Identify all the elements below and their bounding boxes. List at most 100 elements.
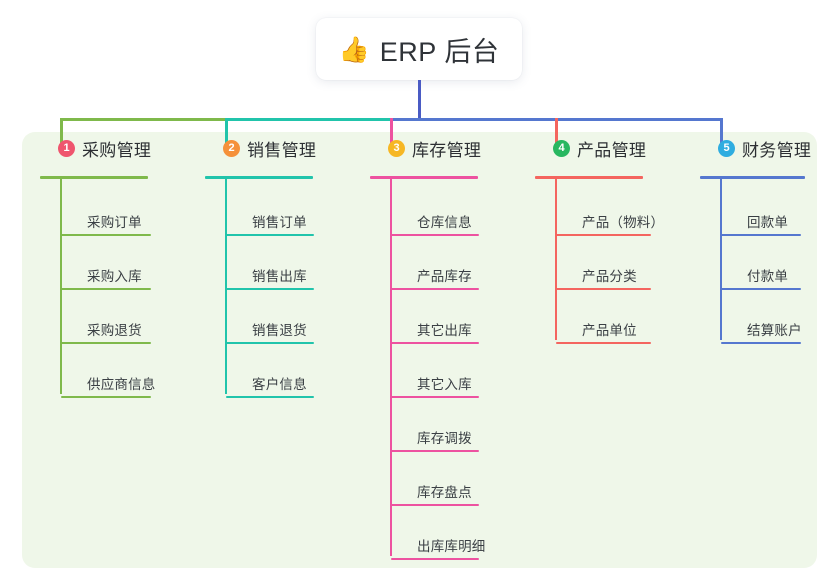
connector-bar-segment-3 (389, 118, 558, 121)
leaf-underline (61, 234, 151, 236)
leaf-underline (721, 234, 801, 236)
branch-title-1: 采购管理 (82, 140, 152, 160)
leaf-underline (556, 288, 651, 290)
leaf-item[interactable]: 销售出库 (226, 236, 314, 290)
root-node[interactable]: 👍 ERP 后台 (316, 18, 522, 80)
leaf-label: 销售退货 (252, 323, 307, 338)
leaf-item[interactable]: 产品库存 (391, 236, 479, 290)
leaf-label: 库存调拨 (417, 431, 472, 446)
thumbs-up-icon: 👍 (338, 35, 370, 64)
leaf-item[interactable]: 出库库明细 (391, 506, 485, 560)
branch-spine-4 (555, 176, 557, 340)
leaf-label: 产品库存 (417, 269, 472, 284)
branch-header-2[interactable]: 2 销售管理 (205, 132, 316, 164)
leaf-item[interactable]: 回款单 (721, 182, 801, 236)
connector-bar-segment-2 (224, 118, 393, 121)
leaf-label: 付款单 (747, 269, 789, 284)
branch-drop-line-2 (224, 118, 228, 144)
leaf-underline (391, 558, 479, 560)
leaf-underline (226, 396, 314, 398)
leaf-underline (556, 234, 651, 236)
leaf-label: 采购入库 (87, 269, 142, 284)
leaf-label: 供应商信息 (87, 377, 156, 392)
leaf-label: 出库库明细 (417, 539, 486, 554)
branch-underline-3 (370, 176, 478, 179)
root-stem-line (417, 80, 421, 121)
leaf-item[interactable]: 仓库信息 (391, 182, 479, 236)
branch-badge-1: 1 (58, 139, 75, 157)
branch-drop-line-1 (59, 118, 63, 144)
leaf-item[interactable]: 其它入库 (391, 344, 479, 398)
branch-drop-line-5 (719, 118, 723, 144)
leaf-label: 结算账户 (747, 323, 802, 338)
leaf-item[interactable]: 结算账户 (721, 290, 802, 344)
branch-spine-2 (225, 176, 227, 394)
branch-title-2: 销售管理 (247, 140, 317, 160)
leaf-item[interactable]: 其它出库 (391, 290, 479, 344)
leaf-label: 产品（物料） (582, 215, 665, 230)
leaf-label: 其它出库 (417, 323, 472, 338)
leaf-underline (61, 396, 151, 398)
leaf-label: 库存盘点 (417, 485, 472, 500)
branch-underline-2 (205, 176, 313, 179)
leaf-item[interactable]: 供应商信息 (61, 344, 155, 398)
branch-column-5: 5 财务管理 (700, 132, 811, 164)
leaf-label: 其它入库 (417, 377, 472, 392)
leaf-item[interactable]: 销售退货 (226, 290, 314, 344)
connector-bar-segment-1 (59, 118, 228, 121)
leaf-item[interactable]: 产品单位 (556, 290, 651, 344)
leaf-underline (226, 234, 314, 236)
leaf-label: 回款单 (747, 215, 789, 230)
branch-underline-1 (40, 176, 148, 179)
branch-title-4: 产品管理 (577, 140, 647, 160)
leaf-underline (61, 342, 151, 344)
branch-column-2: 2 销售管理 (205, 132, 316, 164)
leaf-underline (721, 288, 801, 290)
leaf-item[interactable]: 产品（物料） (556, 182, 664, 236)
branch-underline-5 (700, 176, 805, 179)
leaf-label: 产品单位 (582, 323, 637, 338)
leaf-item[interactable]: 客户信息 (226, 344, 314, 398)
leaf-label: 销售出库 (252, 269, 307, 284)
leaf-item[interactable]: 销售订单 (226, 182, 314, 236)
branch-spine-5 (720, 176, 722, 340)
leaf-item[interactable]: 采购退货 (61, 290, 151, 344)
leaf-label: 采购订单 (87, 215, 142, 230)
root-title: ERP 后台 (379, 36, 500, 67)
leaf-underline (721, 342, 801, 344)
leaf-item[interactable]: 采购订单 (61, 182, 151, 236)
branch-column-4: 4 产品管理 (535, 132, 646, 164)
branch-badge-2: 2 (223, 139, 240, 157)
branch-spine-1 (60, 176, 62, 394)
diagram-panel (22, 132, 817, 568)
leaf-underline (556, 342, 651, 344)
leaf-underline (391, 342, 479, 344)
leaf-item[interactable]: 产品分类 (556, 236, 651, 290)
leaf-label: 产品分类 (582, 269, 637, 284)
branch-badge-5: 5 (718, 139, 735, 157)
leaf-underline (226, 288, 314, 290)
branch-header-1[interactable]: 1 采购管理 (40, 132, 151, 164)
leaf-underline (226, 342, 314, 344)
leaf-label: 客户信息 (252, 377, 307, 392)
branch-header-4[interactable]: 4 产品管理 (535, 132, 646, 164)
leaf-underline (391, 396, 479, 398)
leaf-underline (391, 288, 479, 290)
branch-badge-3: 3 (388, 139, 405, 157)
leaf-underline (61, 288, 151, 290)
leaf-item[interactable]: 库存盘点 (391, 452, 479, 506)
leaf-item[interactable]: 库存调拨 (391, 398, 479, 452)
leaf-label: 采购退货 (87, 323, 142, 338)
leaf-item[interactable]: 采购入库 (61, 236, 151, 290)
leaf-item[interactable]: 付款单 (721, 236, 801, 290)
branch-header-5[interactable]: 5 财务管理 (700, 132, 811, 164)
leaf-underline (391, 450, 479, 452)
connector-bar-segment-4 (554, 118, 723, 121)
branch-drop-line-3 (389, 118, 393, 144)
branch-drop-line-4 (554, 118, 558, 144)
branch-title-5: 财务管理 (742, 140, 812, 160)
leaf-underline (391, 234, 479, 236)
branch-badge-4: 4 (553, 139, 570, 157)
